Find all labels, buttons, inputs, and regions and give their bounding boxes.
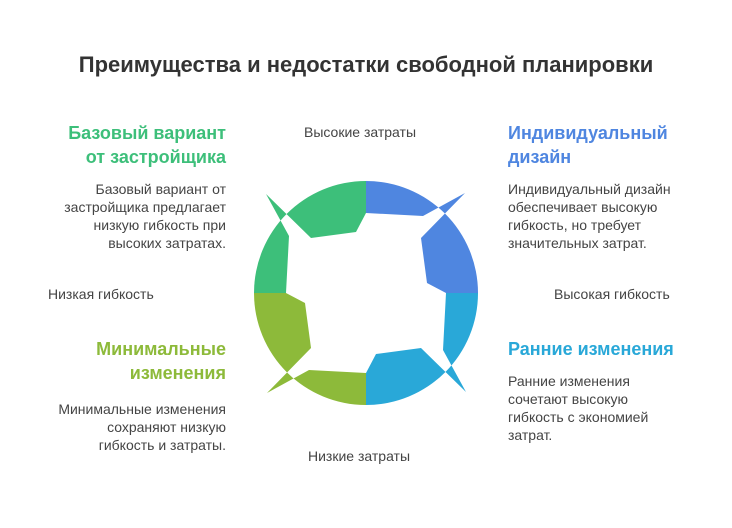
segment-top-right — [366, 181, 478, 293]
axis-label-right: Высокая гибкость — [554, 286, 670, 302]
quadrant-desc-top-left: Базовый вариант от застройщика предлагае… — [64, 181, 226, 251]
quadrant-title-bottom-left: Минимальные изменения — [96, 339, 226, 383]
segment-bottom-left — [254, 293, 366, 405]
axis-label-bottom: Низкие затраты — [308, 448, 411, 464]
quadrant-desc-bottom-right: Ранние изменения сочетают высокую гибкос… — [508, 373, 649, 443]
segment-bottom-right — [366, 293, 478, 405]
quadrant-title-top-right: Индивидуальный дизайн — [508, 123, 668, 167]
quadrant-title-bottom-right: Ранние изменения — [508, 339, 674, 359]
quadrant-title-top-left: Базовый вариант от застройщика — [68, 123, 226, 167]
quadrant-desc-bottom-left: Минимальные изменения сохраняют низкую г… — [58, 401, 226, 453]
diagram-title: Преимущества и недостатки свободной план… — [78, 52, 654, 77]
segment-top-left — [254, 181, 366, 293]
quadrant-desc-top-right: Индивидуальный дизайн обеспечивает высок… — [508, 181, 671, 251]
axis-label-left: Низкая гибкость — [48, 286, 154, 302]
axis-label-top: Высокие затраты — [304, 124, 417, 140]
